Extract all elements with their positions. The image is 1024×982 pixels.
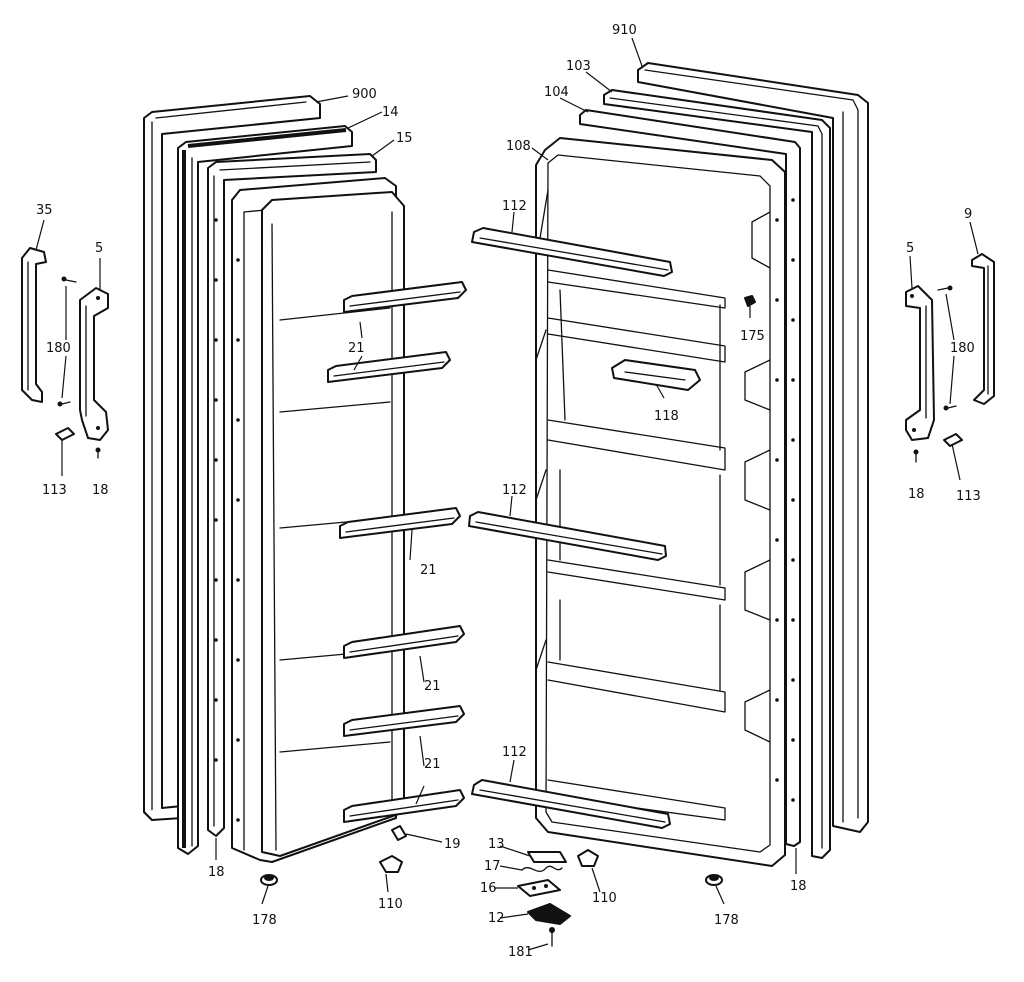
clip-113-right xyxy=(943,433,963,447)
callout-175: 175 xyxy=(740,329,765,344)
clip-175 xyxy=(744,295,756,307)
door-shelf-bar-112-bottom xyxy=(471,779,671,829)
hinge-plate-13 xyxy=(527,851,567,863)
door-shelf-bar-21-c xyxy=(339,507,461,539)
callout-9: 9 xyxy=(964,207,972,222)
door-shelf-bar-21-f xyxy=(343,789,465,823)
hinge-12 xyxy=(527,903,571,925)
screw-181 xyxy=(549,927,555,947)
callout-14: 14 xyxy=(382,105,399,120)
callout-18-right-small: 18 xyxy=(908,487,925,502)
callout-labels: 910 103 104 108 900 14 15 35 5 180 113 1… xyxy=(36,23,981,960)
door-liner-108 xyxy=(535,137,786,867)
callout-181: 181 xyxy=(508,945,533,960)
hinge-16 xyxy=(517,879,561,897)
callout-18-left-small: 18 xyxy=(92,483,109,498)
freezer-door-liner xyxy=(231,177,405,863)
handle-5-left xyxy=(79,287,109,441)
handle-trim-9 xyxy=(971,253,995,405)
callout-178-left: 178 xyxy=(252,913,277,928)
door-shelf-bar-112-top xyxy=(471,227,673,277)
shim-17 xyxy=(521,865,563,873)
callout-910: 910 xyxy=(612,23,637,38)
callout-112-mid: 112 xyxy=(502,483,527,498)
callout-110-right: 110 xyxy=(592,891,617,906)
callout-21-a: 21 xyxy=(348,341,365,356)
callout-18-left-bottom: 18 xyxy=(208,865,225,880)
breaker-strip-104 xyxy=(579,109,801,847)
screw-180-right-bottom xyxy=(943,405,957,411)
leader-lines xyxy=(35,37,979,951)
callout-112-top: 112 xyxy=(502,199,527,214)
door-shelf-bar-112-mid xyxy=(468,511,667,561)
cam-110-left xyxy=(379,855,403,873)
handle-5-right xyxy=(905,285,935,441)
cam-110-right xyxy=(577,849,599,867)
breaker-strip-15 xyxy=(207,153,377,837)
callout-21-b: 21 xyxy=(420,563,437,578)
callout-108: 108 xyxy=(506,139,531,154)
callout-103: 103 xyxy=(566,59,591,74)
callout-15: 15 xyxy=(396,131,413,146)
screw-180-left-bottom xyxy=(57,401,71,407)
door-stop-19 xyxy=(391,825,407,841)
door-outer-panel-910 xyxy=(637,62,869,833)
door-outer-panel-900 xyxy=(143,95,321,821)
door-gasket-14 xyxy=(177,125,353,855)
handle-trim-35 xyxy=(21,247,47,403)
callout-180-right: 180 xyxy=(950,341,975,356)
callout-21-d: 21 xyxy=(424,757,441,772)
bushing-178-right xyxy=(705,874,723,886)
screw-18-right xyxy=(913,449,919,463)
callout-5-left: 5 xyxy=(95,241,103,256)
door-shelf-bar-21-e xyxy=(343,705,465,737)
screw-18-left xyxy=(95,447,101,459)
bushing-178-left xyxy=(260,874,278,886)
callout-113-right: 113 xyxy=(956,489,981,504)
callout-17: 17 xyxy=(484,859,501,874)
screw-180-right-top xyxy=(937,285,953,291)
callout-104: 104 xyxy=(544,85,569,100)
callout-12: 12 xyxy=(488,911,505,926)
door-gasket-103 xyxy=(603,89,831,859)
callout-180-left: 180 xyxy=(46,341,71,356)
clip-113-left xyxy=(55,427,75,441)
callout-18-right-bottom: 18 xyxy=(790,879,807,894)
callout-900: 900 xyxy=(352,87,377,102)
door-shelf-bar-21-d xyxy=(343,625,465,659)
callout-21-c: 21 xyxy=(424,679,441,694)
callout-35: 35 xyxy=(36,203,53,218)
door-shelf-bar-21-a xyxy=(343,281,467,313)
screw-180-left-top xyxy=(61,276,77,283)
butter-compartment-118 xyxy=(611,359,701,391)
callout-113-left: 113 xyxy=(42,483,67,498)
callout-112-bottom: 112 xyxy=(502,745,527,760)
callout-110-left: 110 xyxy=(378,897,403,912)
callout-118: 118 xyxy=(654,409,679,424)
callout-19: 19 xyxy=(444,837,461,852)
callout-178-right: 178 xyxy=(714,913,739,928)
door-shelf-bar-21-b xyxy=(327,351,451,383)
callout-5-right: 5 xyxy=(906,241,914,256)
callout-13: 13 xyxy=(488,837,505,852)
callout-16: 16 xyxy=(480,881,497,896)
